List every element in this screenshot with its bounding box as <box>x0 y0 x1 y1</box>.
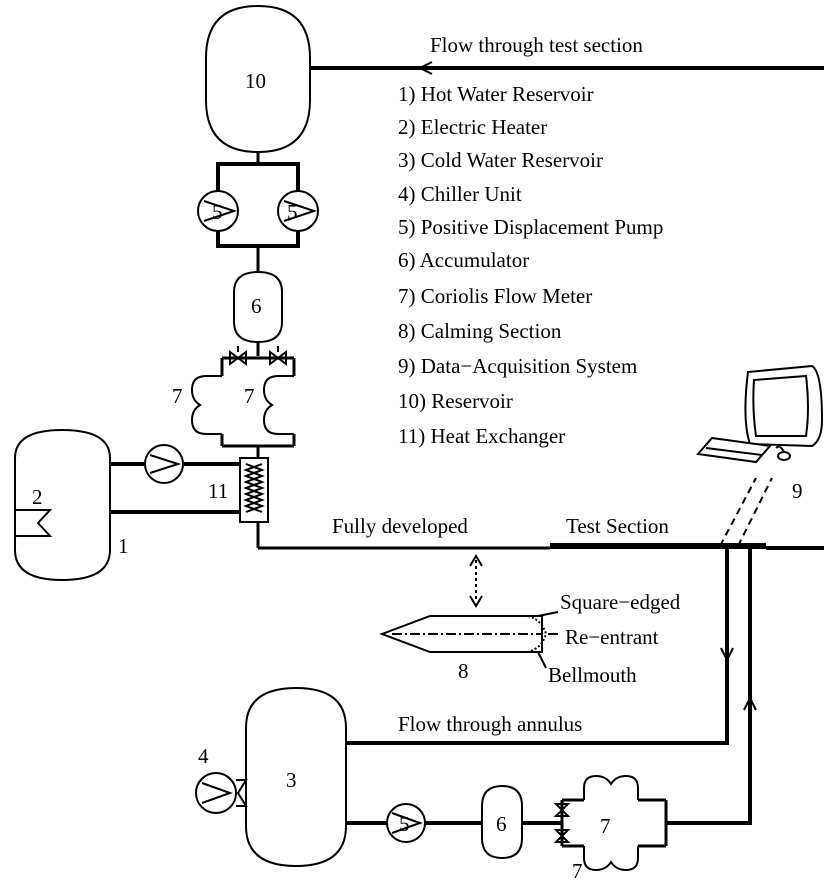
legend-item-8: 8) Calming Section <box>398 319 562 343</box>
fully-developed-label: Fully developed <box>332 514 468 538</box>
legend-item-9: 9) Data−Acquisition System <box>398 354 637 378</box>
coriolis-meter-7-left <box>190 375 222 435</box>
legend-item-2: 2) Electric Heater <box>398 115 547 139</box>
coriolis-meter-7-right <box>262 375 294 435</box>
legend-item-6: 6) Accumulator <box>398 248 529 272</box>
flow-meter-7-left-number: 7 <box>172 384 183 408</box>
chiller-4-number: 4 <box>198 744 209 768</box>
pump-5-cold-number: 5 <box>399 812 410 836</box>
hot-water-reservoir-1 <box>14 428 111 582</box>
flow-through-annulus-label: Flow through annulus <box>398 712 582 736</box>
legend-item-3: 3) Cold Water Reservoir <box>398 148 603 172</box>
daq-wire-2 <box>737 477 773 547</box>
flow-meter-7-right-number: 7 <box>244 384 255 408</box>
pump-5-right: 5 <box>277 190 319 232</box>
calming-section-8 <box>379 615 548 653</box>
cold-valve-top <box>553 803 571 817</box>
annulus-down-arrow <box>720 647 734 663</box>
legend-item-10: 10) Reservoir <box>398 389 513 413</box>
heat-exchanger-11 <box>239 457 269 523</box>
legend-item-4: 4) Chiller Unit <box>398 182 522 206</box>
hot-loop-pump <box>144 444 184 484</box>
electric-heater-2 <box>15 509 53 537</box>
daq-9-number: 9 <box>792 479 803 503</box>
valve-right <box>269 346 287 366</box>
annulus-return-line <box>340 548 729 745</box>
re-entrant-label: Re−entrant <box>565 625 659 649</box>
hot-reservoir-1-number: 1 <box>118 534 129 558</box>
annulus-up-arrow <box>743 695 757 711</box>
flow-through-test-section-label: Flow through test section <box>430 33 643 57</box>
bellmouth-leader <box>537 651 547 669</box>
calming-section-8-number: 8 <box>458 659 469 683</box>
square-edged-label: Square−edged <box>560 590 681 614</box>
cold-reservoir-3-number: 3 <box>286 768 297 792</box>
inlet-swap-arrow-up <box>469 554 483 567</box>
pump-5-left: 5 <box>197 190 239 232</box>
cold-valve-bottom <box>553 829 571 843</box>
pump-5-cold: 5 <box>386 803 426 843</box>
pump-manifold-top <box>216 162 300 200</box>
coriolis-meter-7-cold-top <box>583 774 639 800</box>
legend-item-11: 11) Heat Exchanger <box>398 424 565 448</box>
component-legend: 1) Hot Water Reservoir 2) Electric Heate… <box>398 82 663 448</box>
daq-wire-1 <box>719 477 757 547</box>
test-section-label: Test Section <box>566 514 669 538</box>
accumulator-6 <box>233 270 283 344</box>
valve-left <box>229 346 247 366</box>
accumulator-6-number: 6 <box>251 294 262 318</box>
legend-item-7: 7) Coriolis Flow Meter <box>398 284 592 308</box>
inlet-swap-arrow-down <box>469 595 483 608</box>
pump-5-right-number: 5 <box>287 200 298 224</box>
flow-meter-7-cold-bottom-number: 7 <box>572 859 583 882</box>
reservoir-10 <box>205 4 311 154</box>
reservoir-10-number: 10 <box>245 69 266 93</box>
annulus-supply-line <box>666 548 752 825</box>
legend-item-1: 1) Hot Water Reservoir <box>398 82 594 106</box>
return-flow-arrow <box>417 61 433 75</box>
flow-meter-7-cold-top-number: 7 <box>600 814 611 838</box>
square-edged-leader <box>537 611 559 617</box>
chiller-unit-4 <box>195 772 248 814</box>
heat-exchanger-11-number: 11 <box>208 479 228 503</box>
accumulator-6-cold <box>481 784 523 860</box>
accumulator-6-cold-number: 6 <box>496 812 507 836</box>
heater-2-number: 2 <box>32 485 43 509</box>
bellmouth-label: Bellmouth <box>548 663 637 687</box>
legend-item-5: 5) Positive Displacement Pump <box>398 215 663 239</box>
data-acquisition-computer-9 <box>696 364 824 464</box>
cold-water-reservoir-3 <box>245 686 347 868</box>
pump-5-left-number: 5 <box>212 200 223 224</box>
coriolis-meter-7-cold-bottom <box>583 846 639 872</box>
